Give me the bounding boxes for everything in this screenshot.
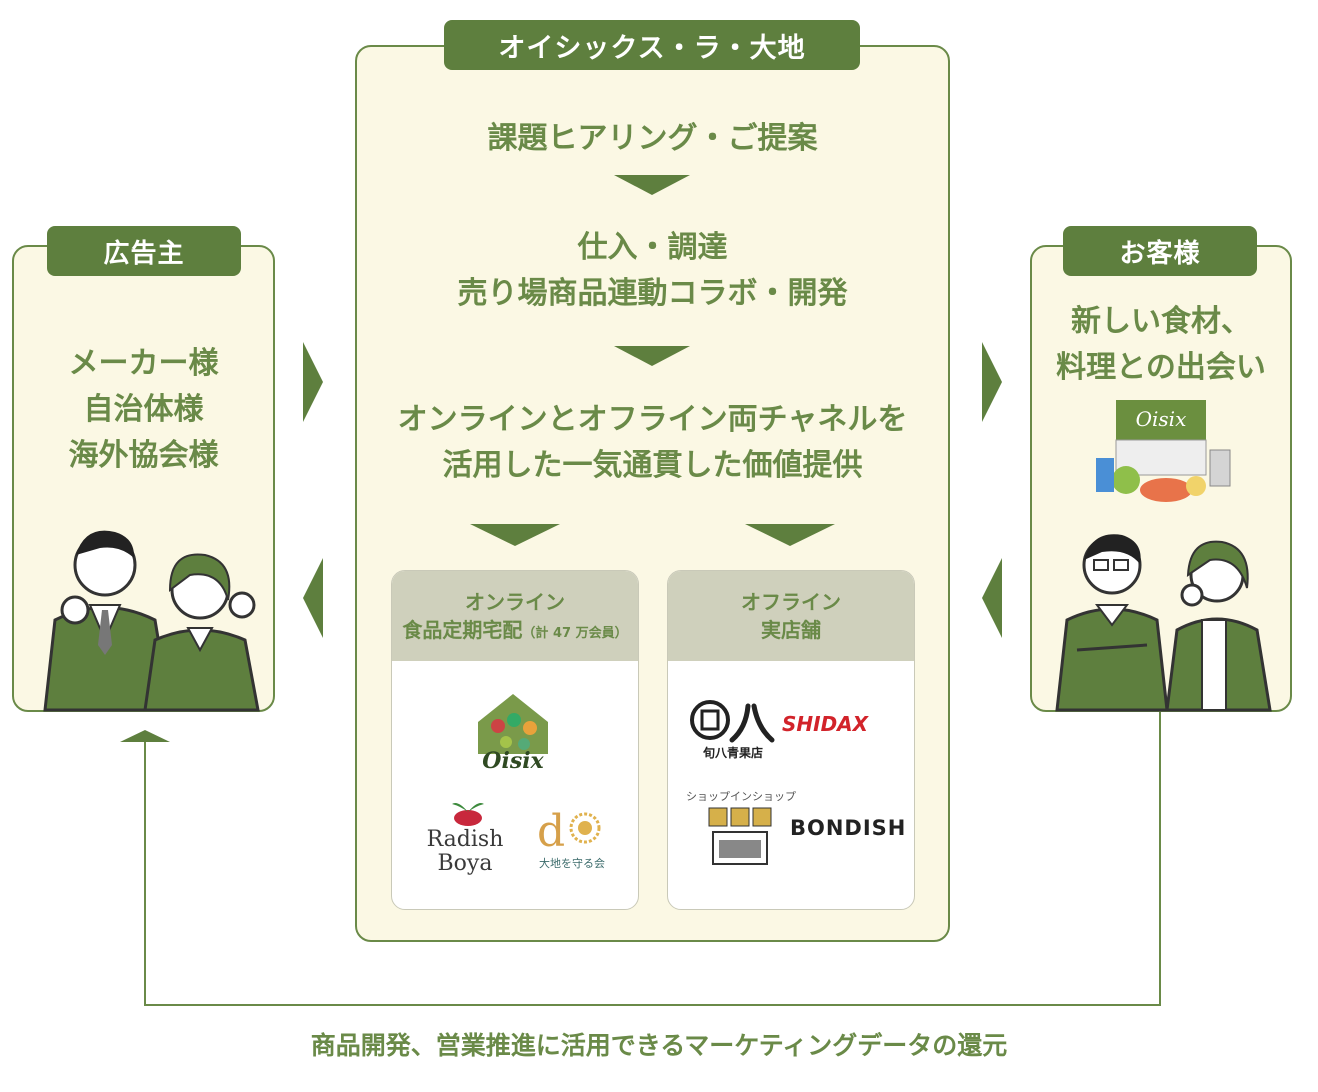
footer-caption: 商品開発、営業推進に活用できるマーケティングデータの還元 (310, 1031, 1008, 1060)
step-procurement-line-1: 仕入・調達 (577, 230, 728, 265)
oisix-wordmark: Oisix (482, 748, 544, 774)
left-arrow-icon (303, 558, 323, 638)
offline-title: オフライン (741, 590, 841, 614)
customer-tag: お客様 (1063, 226, 1257, 276)
advertiser-tag: 広告主 (47, 226, 241, 276)
down-arrow-icon (614, 175, 690, 195)
step-value-line-2: 活用した一気通貫した価値提供 (442, 448, 863, 483)
step-value-line-1: オンラインとオフライン両チャネルを (397, 402, 908, 437)
radish-boya-wordmark: Radish Boya (426, 827, 504, 876)
daichi-logo: d (537, 806, 601, 857)
right-arrow-icon (982, 342, 1002, 422)
right-arrow-icon (303, 342, 323, 422)
step-hearing: 課題ヒアリング・ご提案 (487, 121, 818, 156)
online-subtitle-row: 食品定期宅配（計 47 万会員） (402, 616, 627, 644)
shop-in-shop-label: ショップインショップ (686, 790, 796, 803)
online-subtitle: 食品定期宅配 (402, 618, 523, 642)
offline-card: オフライン 実店舗 (667, 570, 915, 910)
center-tag: オイシックス・ラ・大地 (444, 20, 860, 70)
radish-icon (452, 803, 484, 826)
box-brand-text: Oisix (1136, 407, 1187, 431)
svg-text:d: d (537, 806, 565, 857)
step-procurement-line-2: 売り場商品連動コラボ・開発 (457, 276, 848, 311)
bondish-wordmark: BONDISH (790, 816, 907, 840)
down-arrow-icon (745, 524, 835, 546)
advertiser-line-1: メーカー様 (68, 346, 219, 381)
offline-subtitle: 実店舗 (761, 618, 821, 642)
storefront-icon (708, 807, 772, 865)
grocery-box-illustration: Oisix (1096, 400, 1231, 502)
oisix-logo (478, 694, 548, 754)
online-card-header: オンライン 食品定期宅配（計 47 万会員） (392, 571, 638, 661)
shidax-wordmark: SHIDAX (782, 712, 869, 736)
shunpachi-wordmark: 旬八青果店 (702, 746, 763, 760)
advertiser-line-3: 海外協会様 (68, 438, 219, 473)
down-arrow-icon (470, 524, 560, 546)
online-member-note: （計 47 万会員） (522, 626, 628, 641)
customers-illustration (1055, 534, 1272, 712)
offline-card-header: オフライン 実店舗 (668, 571, 914, 661)
advertiser-line-2: 自治体様 (83, 392, 204, 427)
daichi-wordmark: 大地を守る会 (539, 857, 605, 870)
return-arrow-head (120, 730, 170, 742)
customer-line-2: 料理との出会い (1056, 350, 1266, 385)
shunpachi-logo (690, 700, 775, 743)
customer-line-1: 新しい食材、 (1071, 304, 1251, 339)
online-title: オンライン (465, 590, 565, 614)
business-people-illustration (43, 530, 260, 712)
left-arrow-icon (982, 558, 1002, 638)
down-arrow-icon (614, 346, 690, 366)
